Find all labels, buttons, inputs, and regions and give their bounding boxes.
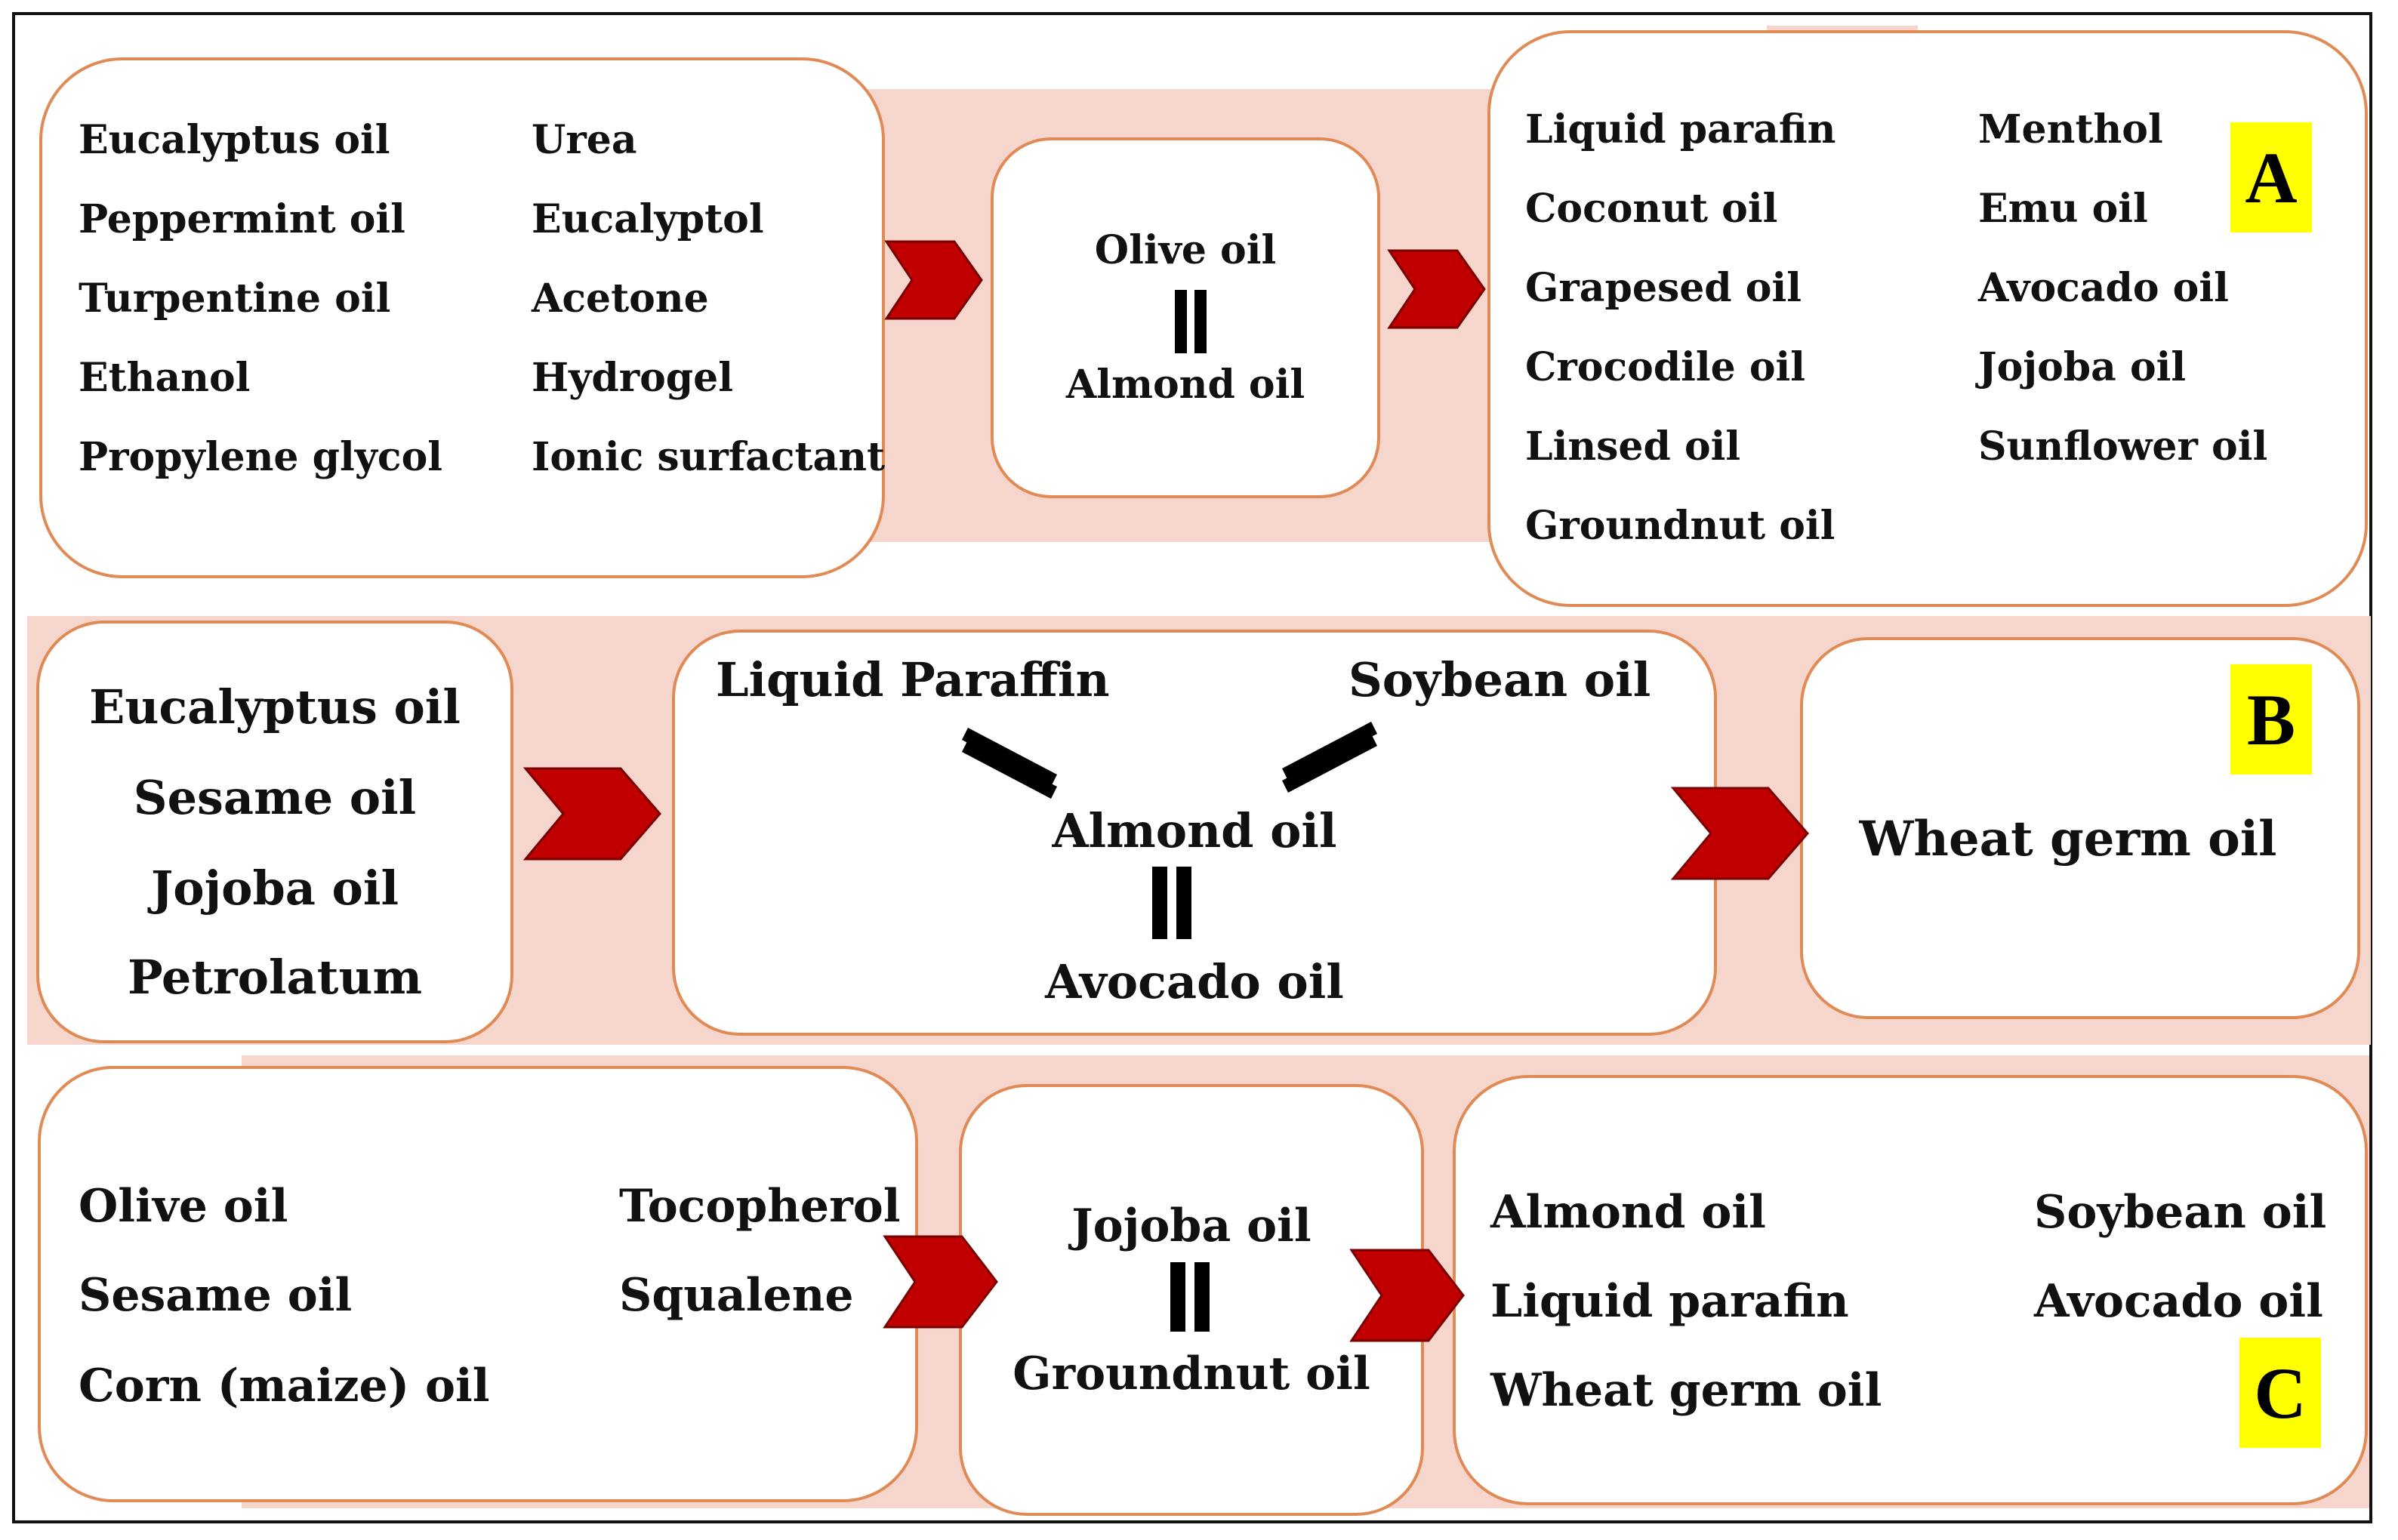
panel-b-left-item: Sesame oil (133, 770, 417, 825)
panel-b-middle-top-right: Soybean oil (1348, 652, 1651, 707)
panel-b-left-item: Eucalyptus oil (89, 679, 461, 735)
panel-a-right-item: Avocado oil (1978, 265, 2229, 311)
panel-a-right-item: Grapesed oil (1525, 265, 1802, 311)
panel-a-right-item: Linsed oil (1525, 424, 1741, 470)
panel-a-left-item: Urea (532, 117, 637, 163)
panel-b-left-item: Petrolatum (127, 950, 423, 1005)
panel-a-left-item: Ethanol (79, 355, 251, 401)
panel-c-left-item: Sesame oil (79, 1269, 353, 1322)
panel-a-left-item: Turpentine oil (79, 276, 391, 322)
panel-b-right-item: Wheat germ oil (1859, 811, 2277, 867)
panel-a-left-item: Peppermint oil (79, 196, 405, 242)
panel-a-middle-bottom: Almond oil (1065, 362, 1305, 408)
panel-a-middle-top: Olive oil (1094, 227, 1277, 273)
panel-b-badge: B (2230, 664, 2312, 775)
figure-frame (12, 12, 2372, 1523)
panel-b-middle-box (672, 630, 1717, 1036)
panel-b-middle-center: Almond oil (1052, 803, 1337, 858)
panel-a-right-item: Crocodile oil (1525, 344, 1806, 390)
panel-a-right-box (1487, 30, 2368, 607)
panel-a-left-item: Eucalyptol (532, 196, 764, 242)
panel-b-right-box (1800, 637, 2360, 1019)
panel-c-left-item: Corn (maize) oil (79, 1360, 490, 1412)
panel-b-middle-bottom: Avocado oil (1045, 954, 1344, 1009)
panel-c-left-item: Squalene (619, 1269, 854, 1322)
panel-b-equivalence-left-icon (962, 728, 1057, 799)
panel-c-equivalence-icon (1170, 1262, 1210, 1332)
panel-c-middle-box (959, 1084, 1424, 1516)
panel-c-right-item: Liquid parafin (1490, 1275, 1849, 1328)
panel-a-left-item: Propylene glycol (79, 434, 443, 480)
panel-c-middle-bottom: Groundnut oil (1013, 1348, 1370, 1400)
panel-a-right-item: Sunflower oil (1978, 424, 2268, 470)
panel-a-arrow-2 (1387, 249, 1486, 329)
panel-a-left-item: Acetone (532, 276, 709, 322)
panel-a-arrow-1 (884, 240, 983, 320)
panel-b-arrow-1 (522, 767, 661, 861)
panel-a-equivalence-icon (1175, 290, 1207, 353)
panel-c-left-item: Tocopherol (619, 1180, 901, 1233)
panel-a-left-item: Eucalyptus oil (79, 117, 390, 163)
panel-a-right-item: Liquid parafin (1525, 106, 1836, 152)
panel-c-arrow-2 (1349, 1249, 1465, 1342)
panel-c-middle-top: Jojoba oil (1071, 1200, 1312, 1252)
panel-a-badge: A (2230, 122, 2312, 233)
panel-c-right-item: Avocado oil (2034, 1275, 2323, 1328)
panel-a-left-box (39, 57, 885, 578)
panel-a-right-item: Coconut oil (1525, 186, 1778, 232)
panel-b-arrow-2 (1670, 787, 1809, 880)
panel-a-left-item: Hydrogel (532, 355, 733, 401)
panel-a-left-item: Ionic surfactant (532, 434, 886, 480)
panel-a-right-item: Jojoba oil (1978, 344, 2187, 390)
panel-c-arrow-1 (883, 1235, 998, 1329)
panel-a-right-item: Groundnut oil (1525, 503, 1835, 549)
panel-c-right-item: Almond oil (1490, 1186, 1766, 1239)
panel-c-badge: C (2239, 1338, 2321, 1448)
panel-b-middle-top-left: Liquid Paraffin (716, 652, 1110, 707)
panel-a-right-item: Menthol (1978, 106, 2163, 152)
panel-b-left-box (36, 621, 513, 1043)
panel-a-right-item: Emu oil (1978, 186, 2148, 232)
panel-b-equivalence-bottom-icon (1152, 867, 1191, 939)
panel-c-right-box (1453, 1075, 2368, 1505)
panel-c-right-item: Soybean oil (2034, 1186, 2327, 1239)
panel-c-right-item: Wheat germ oil (1490, 1364, 1882, 1417)
panel-b-equivalence-right-icon (1282, 722, 1377, 793)
panel-c-left-item: Olive oil (79, 1180, 288, 1233)
panel-c-left-box (38, 1066, 918, 1502)
panel-b-left-item: Jojoba oil (150, 861, 399, 916)
